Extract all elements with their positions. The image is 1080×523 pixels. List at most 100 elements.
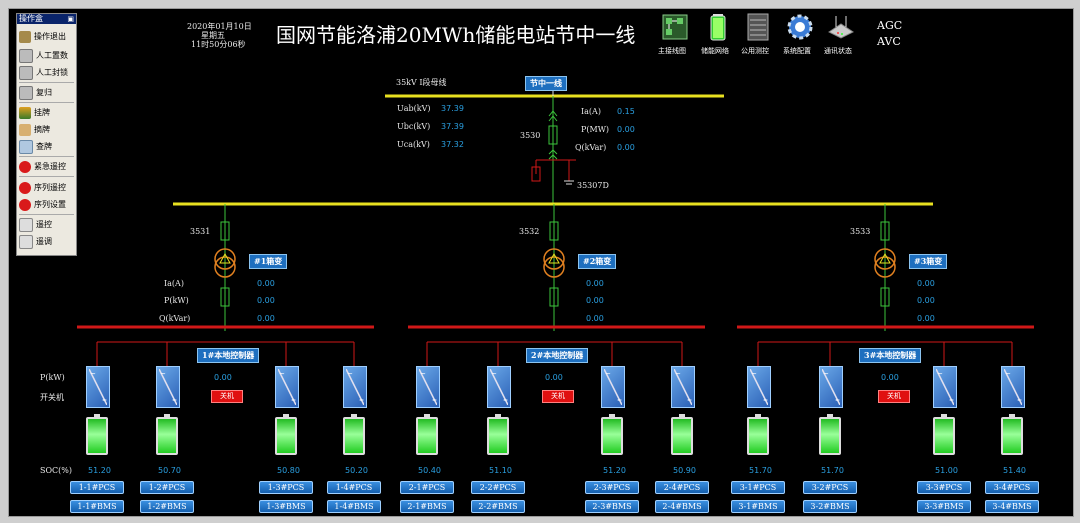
power-toggle-button[interactable]: 关机 [878,390,910,403]
menu-item-6[interactable]: 摘牌 [19,122,74,137]
battery-network-icon[interactable] [703,12,733,42]
pcs-button[interactable]: 2-3#PCS [585,481,639,494]
router-icon[interactable] [826,12,856,42]
arrow-up-icon [548,110,558,122]
bms-button[interactable]: 1-4#BMS [327,500,381,513]
pcs-unit[interactable]: ~= [671,366,695,408]
document-icon [19,234,33,249]
pcs-button[interactable]: 3-4#PCS [985,481,1039,494]
pcs-button[interactable]: 2-1#PCS [400,481,454,494]
bms-button[interactable]: 3-2#BMS [803,500,857,513]
battery-icon [819,414,841,455]
ac-wave-icon: ~ [491,370,497,378]
bms-button[interactable]: 2-3#BMS [585,500,639,513]
pcs-button[interactable]: 2-4#PCS [655,481,709,494]
feeder-p-label: P(kW) [164,296,189,305]
transformer-icon [543,248,565,270]
cabinet-icon[interactable] [743,12,773,42]
ubc-value: 37.39 [441,122,464,131]
dc-icon: = [834,397,840,404]
transformer-icon [214,256,236,278]
transformer-tag[interactable]: #1箱变 [249,254,288,269]
bms-button[interactable]: 1-1#BMS [70,500,124,513]
power-toggle-button[interactable]: 关机 [211,390,243,403]
menu-item-12[interactable]: 遥调 [19,234,74,249]
menu-item-8[interactable]: 紧急遥控 [19,159,74,174]
transformer-tag[interactable]: #2箱变 [578,254,617,269]
pcs-unit[interactable]: ~= [933,366,957,408]
bms-button[interactable]: 2-1#BMS [400,500,454,513]
power-toggle-button[interactable]: 关机 [542,390,574,403]
ac-wave-icon: ~ [279,370,285,378]
bms-button[interactable]: 3-3#BMS [917,500,971,513]
local-controller-tag[interactable]: 3#本地控制器 [859,348,922,363]
single-line-diagram-icon[interactable] [660,12,690,42]
pcs-unit[interactable]: ~= [819,366,843,408]
pcs-button[interactable]: 3-2#PCS [803,481,857,494]
avc-button[interactable]: AVC [877,35,901,48]
pcs-button[interactable]: 1-1#PCS [70,481,124,494]
menu-item-1[interactable]: 操作退出 [19,29,74,44]
local-controller-tag[interactable]: 2#本地控制器 [526,348,589,363]
menu-item-10[interactable]: 序列设置 [19,197,74,212]
menu-item-7[interactable]: 查牌 [19,139,74,154]
feeder-breaker [549,221,559,241]
menu-item-9[interactable]: 序列遥控 [19,180,74,195]
nav-label-4[interactable]: 系统配置 [783,47,811,55]
uab-value: 37.39 [441,104,464,113]
local-controller-tag[interactable]: 1#本地控制器 [197,348,260,363]
agc-button[interactable]: AGC [877,19,903,32]
nav-label-1[interactable]: 主接线图 [658,47,686,55]
pcs-button[interactable]: 1-2#PCS [140,481,194,494]
dc-icon: = [616,397,622,404]
battery-icon [343,414,365,455]
pcs-unit[interactable]: ~= [601,366,625,408]
menu-item-2[interactable]: 人工置数 [19,48,74,63]
ac-wave-icon: ~ [160,370,166,378]
pcs-button[interactable]: 3-3#PCS [917,481,971,494]
pcs-button[interactable]: 3-1#PCS [731,481,785,494]
dc-icon: = [101,397,107,404]
transformer-icon [543,256,565,278]
person-icon [19,30,31,43]
pcs-unit[interactable]: ~= [1001,366,1025,408]
uca-label: Uca(kV) [397,140,430,149]
bus-35kv-label: 35kV I段母线 [396,78,447,87]
pcs-unit[interactable]: ~= [747,366,771,408]
pcs-unit[interactable]: ~= [487,366,511,408]
transformer-icon [214,248,236,270]
menu-item-3[interactable]: 人工封锁 [19,65,74,80]
menu-item-5[interactable]: 挂牌 [19,105,74,120]
battery-icon [601,414,623,455]
lock-icon [19,85,33,100]
pcs-button[interactable]: 2-2#PCS [471,481,525,494]
pcs-unit[interactable]: ~= [275,366,299,408]
close-icon[interactable]: ▣ [67,15,74,23]
menu-item-label: 序列设置 [34,200,66,209]
soc-value: 51.20 [603,466,626,475]
dc-icon: = [948,397,954,404]
document-icon [19,217,33,232]
soc-value: 50.70 [158,466,181,475]
nav-label-5[interactable]: 通讯状态 [824,47,852,55]
menu-item-4[interactable]: 复归 [19,85,74,100]
bms-button[interactable]: 2-2#BMS [471,500,525,513]
pcs-unit[interactable]: ~= [156,366,180,408]
lock-icon [19,65,33,80]
line-tag-jiezhong[interactable]: 节中一线 [525,76,567,91]
bms-button[interactable]: 1-2#BMS [140,500,194,513]
bms-button[interactable]: 3-1#BMS [731,500,785,513]
transformer-tag[interactable]: #3箱变 [909,254,948,269]
nav-label-2[interactable]: 储能网络 [701,47,729,55]
pcs-unit[interactable]: ~= [416,366,440,408]
bms-button[interactable]: 2-4#BMS [655,500,709,513]
pcs-unit[interactable]: ~= [343,366,367,408]
bms-button[interactable]: 3-4#BMS [985,500,1039,513]
pcs-unit[interactable]: ~= [86,366,110,408]
pcs-button[interactable]: 1-4#PCS [327,481,381,494]
bms-button[interactable]: 1-3#BMS [259,500,313,513]
pcs-button[interactable]: 1-3#PCS [259,481,313,494]
gear-icon[interactable] [785,12,815,42]
nav-label-3[interactable]: 公用测控 [741,47,769,55]
menu-item-11[interactable]: 遥控 [19,217,74,232]
